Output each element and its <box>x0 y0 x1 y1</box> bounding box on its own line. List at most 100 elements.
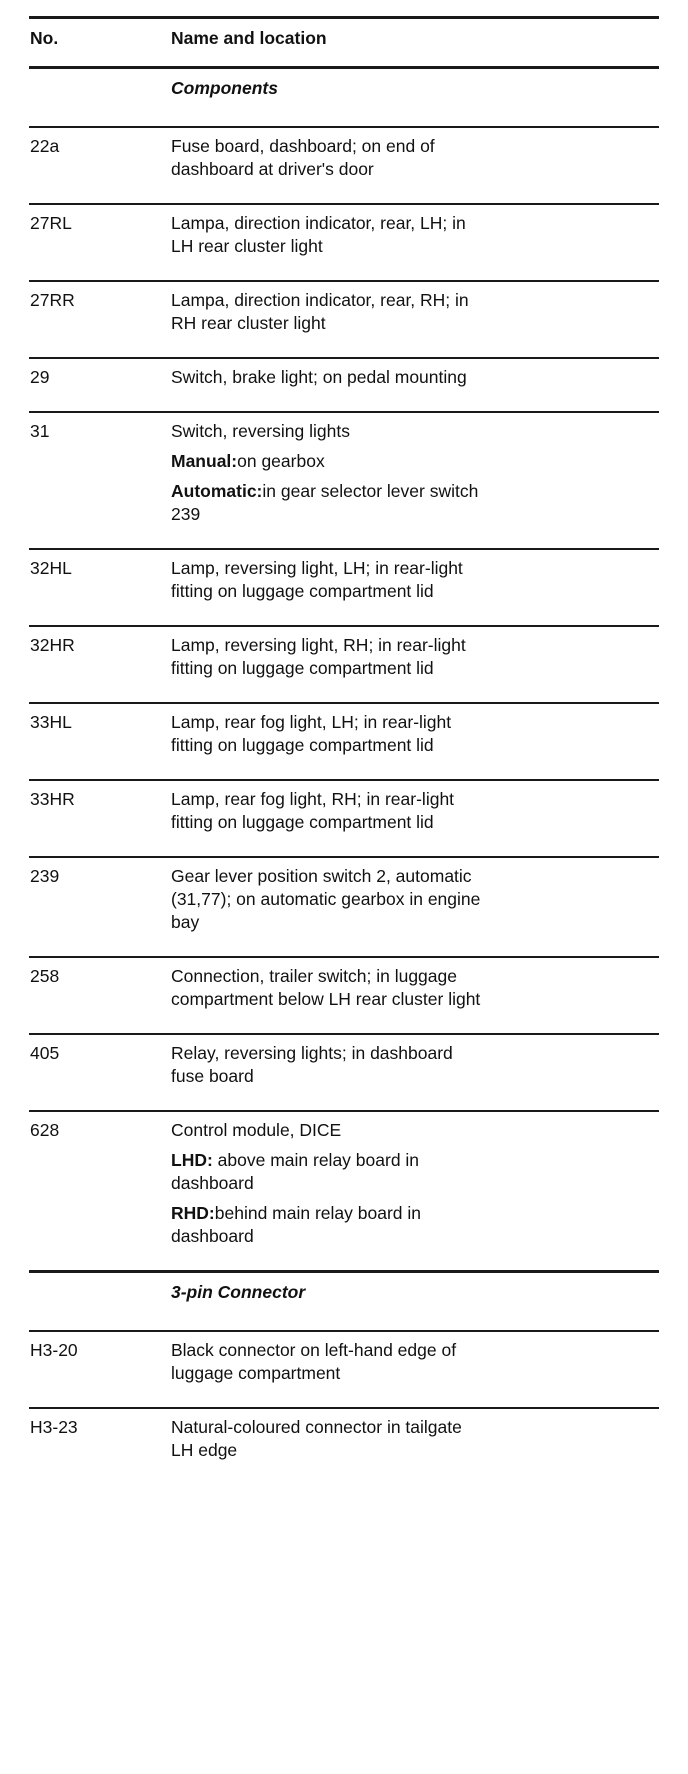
table-row: H3-23 Natural-coloured connector in tailg… <box>29 1407 659 1484</box>
row-number: 628 <box>30 1120 60 1140</box>
row-description: Gear lever position switch 2, automatic (… <box>171 865 659 934</box>
description-line: Connection, trailer switch; in luggage <box>171 966 457 986</box>
row-number: 32HL <box>30 558 72 578</box>
row-description: Black connector on left-hand edge of lugg… <box>171 1339 659 1385</box>
description-line: fitting on luggage compartment lid <box>171 735 434 755</box>
table-row: 33HL Lamp, rear fog light, LH; in rear-li… <box>29 702 659 779</box>
sub-entry-text: behind main relay board in <box>214 1203 421 1223</box>
description-line: fitting on luggage compartment lid <box>171 812 434 832</box>
row-number: 33HR <box>30 789 75 809</box>
row-description: Switch, brake light; on pedal mounting <box>171 366 659 389</box>
table-row: 27RR Lampa, direction indicator, rear, RH… <box>29 280 659 357</box>
table-row: 33HR Lamp, rear fog light, RH; in rear-li… <box>29 779 659 856</box>
sub-entry-text: dashboard <box>171 1173 254 1193</box>
table-row: 32HL Lamp, reversing light, LH; in rear-l… <box>29 548 659 625</box>
table-row: H3-20 Black connector on left-hand edge o… <box>29 1330 659 1407</box>
description-line: Lampa, direction indicator, rear, RH; in <box>171 290 469 310</box>
sub-entry-line: RHD:behind main relay board in <box>171 1202 655 1225</box>
row-number: 29 <box>30 367 50 387</box>
description-line: Switch, brake light; on pedal mounting <box>171 367 467 387</box>
description-line: Lamp, rear fog light, LH; in rear-light <box>171 712 452 732</box>
description-line: Fuse board, dashboard; on end of <box>171 136 435 156</box>
sub-entry-label: Manual: <box>171 451 238 471</box>
row-number: H3-20 <box>30 1340 78 1360</box>
sub-entry-line: dashboard <box>171 1172 655 1195</box>
description-line: Gear lever position switch 2, automatic <box>171 866 472 886</box>
description-line: fitting on luggage compartment lid <box>171 658 434 678</box>
row-number: 22a <box>30 136 60 156</box>
sub-entry-line: dashboard <box>171 1225 655 1248</box>
section-header: 3-pin Connector <box>29 1270 659 1330</box>
row-description: Relay, reversing lights; in dashboard fus… <box>171 1042 659 1088</box>
row-number: 31 <box>30 421 50 441</box>
description-line: dashboard at driver's door <box>171 159 374 179</box>
table-header: No. Name and location <box>29 16 659 66</box>
description-line: LH edge <box>171 1440 238 1460</box>
sub-entry-line: LHD: above main relay board in <box>171 1149 655 1172</box>
description-line: fitting on luggage compartment lid <box>171 581 434 601</box>
row-description: Connection, trailer switch; in luggage co… <box>171 965 659 1011</box>
description-line: Black connector on left-hand edge of <box>171 1340 457 1360</box>
component-table: No. Name and location Components 22a Fuse … <box>29 16 659 1484</box>
row-description: Lamp, reversing light, RH; in rear-light… <box>171 634 659 680</box>
description-line: fuse board <box>171 1066 254 1086</box>
header-name-location: Name and location <box>171 28 327 48</box>
description-line: Lamp, reversing light, RH; in rear-light <box>171 635 466 655</box>
row-description: Lamp, rear fog light, LH; in rear-light f… <box>171 711 659 757</box>
row-description: Control module, DICE LHD: above main rela… <box>171 1119 659 1248</box>
sub-entry: Manual:on gearbox <box>171 450 655 473</box>
description-line: Lamp, rear fog light, RH; in rear-light <box>171 789 455 809</box>
section-header: Components <box>29 66 659 126</box>
row-number: 27RL <box>30 213 72 233</box>
row-number: 405 <box>30 1043 60 1063</box>
sub-entry-text: above main relay board in <box>212 1150 420 1170</box>
row-description: Lampa, direction indicator, rear, LH; in… <box>171 212 659 258</box>
description-line: compartment below LH rear cluster light <box>171 989 481 1009</box>
sub-entry-label: LHD: <box>171 1150 213 1170</box>
description-line: Control module, DICE <box>171 1120 342 1140</box>
sub-entry-label: Automatic: <box>171 481 263 501</box>
header-no: No. <box>30 28 59 48</box>
sub-entry-text: in gear selector lever switch <box>262 481 479 501</box>
row-number: 33HL <box>30 712 72 732</box>
sub-entry-text: on gearbox <box>237 451 325 471</box>
sub-entry-text: dashboard <box>171 1226 254 1246</box>
table-row: 27RL Lampa, direction indicator, rear, LH… <box>29 203 659 280</box>
description-line: (31,77); on automatic gearbox in engine <box>171 889 481 909</box>
description-line: LH rear cluster light <box>171 236 323 256</box>
row-description: Lampa, direction indicator, rear, RH; in… <box>171 289 659 335</box>
row-description: Lamp, reversing light, LH; in rear-light… <box>171 557 659 603</box>
row-number: H3-23 <box>30 1417 78 1437</box>
row-number: 258 <box>30 966 60 986</box>
sub-entry-text: 239 <box>171 504 201 524</box>
sub-entry-line: Automatic:in gear selector lever switch <box>171 480 655 503</box>
table-row: 29 Switch, brake light; on pedal mounting <box>29 357 659 411</box>
description-line: RH rear cluster light <box>171 313 326 333</box>
row-description: Lamp, rear fog light, RH; in rear-light f… <box>171 788 659 834</box>
table-row: 405 Relay, reversing lights; in dashboard… <box>29 1033 659 1110</box>
sub-entry-label: RHD: <box>171 1203 215 1223</box>
section-title: 3-pin Connector <box>171 1282 306 1302</box>
row-number: 32HR <box>30 635 75 655</box>
table-row: 628 Control module, DICE LHD: above main r… <box>29 1110 659 1270</box>
table-row: 22a Fuse board, dashboard; on end of dashb… <box>29 126 659 203</box>
description-line: Relay, reversing lights; in dashboard <box>171 1043 453 1063</box>
row-number: 27RR <box>30 290 75 310</box>
sub-entry-line: 239 <box>171 503 655 526</box>
row-description: Fuse board, dashboard; on end of dashboar… <box>171 135 659 181</box>
description-line: luggage compartment <box>171 1363 341 1383</box>
description-line: Switch, reversing lights <box>171 421 350 441</box>
description-line: Lamp, reversing light, LH; in rear-light <box>171 558 463 578</box>
table-row: 32HR Lamp, reversing light, RH; in rear-l… <box>29 625 659 702</box>
description-line: Natural-coloured connector in tailgate <box>171 1417 462 1437</box>
section-title: Components <box>171 78 278 98</box>
table-row: 258 Connection, trailer switch; in luggag… <box>29 956 659 1033</box>
